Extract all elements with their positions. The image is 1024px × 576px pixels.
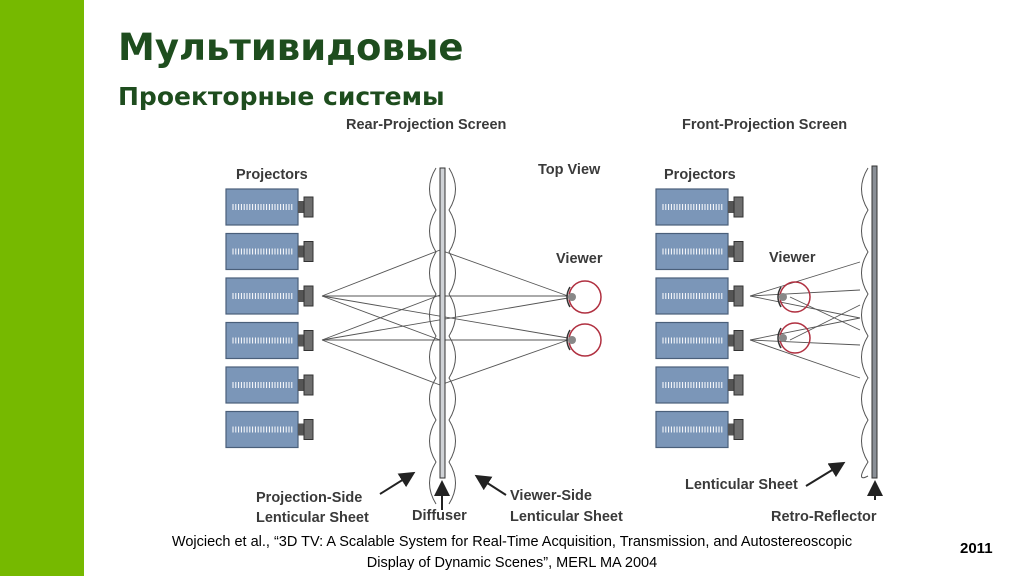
projector-icon [225, 410, 314, 449]
eye-icon [566, 323, 602, 357]
projector-icon [225, 232, 314, 271]
diffuser-label: Diffuser [412, 508, 467, 524]
front-heading: Front-Projection Screen [682, 117, 847, 133]
projector-icon [655, 321, 744, 360]
front-light-rays [749, 261, 861, 379]
arrow-icon [379, 471, 416, 495]
accent-bar [0, 0, 84, 576]
arrow-icon [474, 474, 507, 496]
diffuser [439, 167, 446, 479]
rear-viewer-eyes [566, 280, 602, 357]
front-projection-diagram: Front-Projection Screen Projectors Viewe… [655, 117, 883, 525]
projector-icon [225, 366, 314, 404]
front-screen [861, 165, 878, 479]
projection-side-label-line2: Lenticular Sheet [256, 510, 369, 526]
viewer-side-label-line2: Lenticular Sheet [510, 509, 623, 525]
projector-icon [655, 366, 744, 404]
rear-projectors-label: Projectors [236, 167, 308, 183]
projection-side-label-line1: Projection-Side [256, 490, 362, 506]
front-projector-stack [655, 188, 744, 449]
rear-heading: Rear-Projection Screen [346, 117, 506, 133]
projector-icon [225, 277, 314, 315]
rear-viewer-label: Viewer [556, 251, 603, 267]
retro-reflector [871, 165, 878, 479]
viewer-side-label-line1: Viewer-Side [510, 488, 592, 504]
projector-icon [655, 188, 744, 226]
front-lenticular-sheet [861, 167, 869, 479]
rear-screen [429, 167, 456, 505]
front-projectors-label: Projectors [664, 167, 736, 183]
projector-icon [655, 277, 744, 315]
citation-line2: Display of Dynamic Scenes”, MERL MA 2004 [366, 555, 658, 571]
projection-side-lenticular-sheet [429, 167, 437, 505]
viewer-side-lenticular-sheet [448, 167, 456, 505]
projector-icon [225, 188, 314, 226]
front-viewer-label: Viewer [769, 250, 816, 266]
eye-icon [777, 322, 811, 354]
citation-line1: Wojciech et al., “3D TV: A Scalable Syst… [171, 534, 853, 550]
citation: Wojciech et al., “3D TV: A Scalable Syst… [100, 532, 924, 574]
eye-icon [777, 281, 811, 313]
top-view-label: Top View [538, 162, 601, 178]
projector-icon [655, 232, 744, 271]
slide-title: Мультивидовые [118, 26, 464, 69]
eye-icon [566, 280, 602, 314]
projector-icon [225, 321, 314, 360]
slide-subtitle: Проекторные системы [118, 82, 445, 111]
front-lenticular-label: Lenticular Sheet [685, 477, 798, 493]
projector-icon [655, 410, 744, 449]
retro-reflector-label: Retro-Reflector [771, 509, 877, 525]
year-label: 2011 [960, 540, 993, 557]
front-viewer-eyes [777, 281, 811, 354]
rear-projection-diagram: Rear-Projection Screen Projectors Top Vi… [225, 117, 623, 526]
arrow-icon [805, 461, 846, 487]
rear-projector-stack [225, 188, 314, 449]
